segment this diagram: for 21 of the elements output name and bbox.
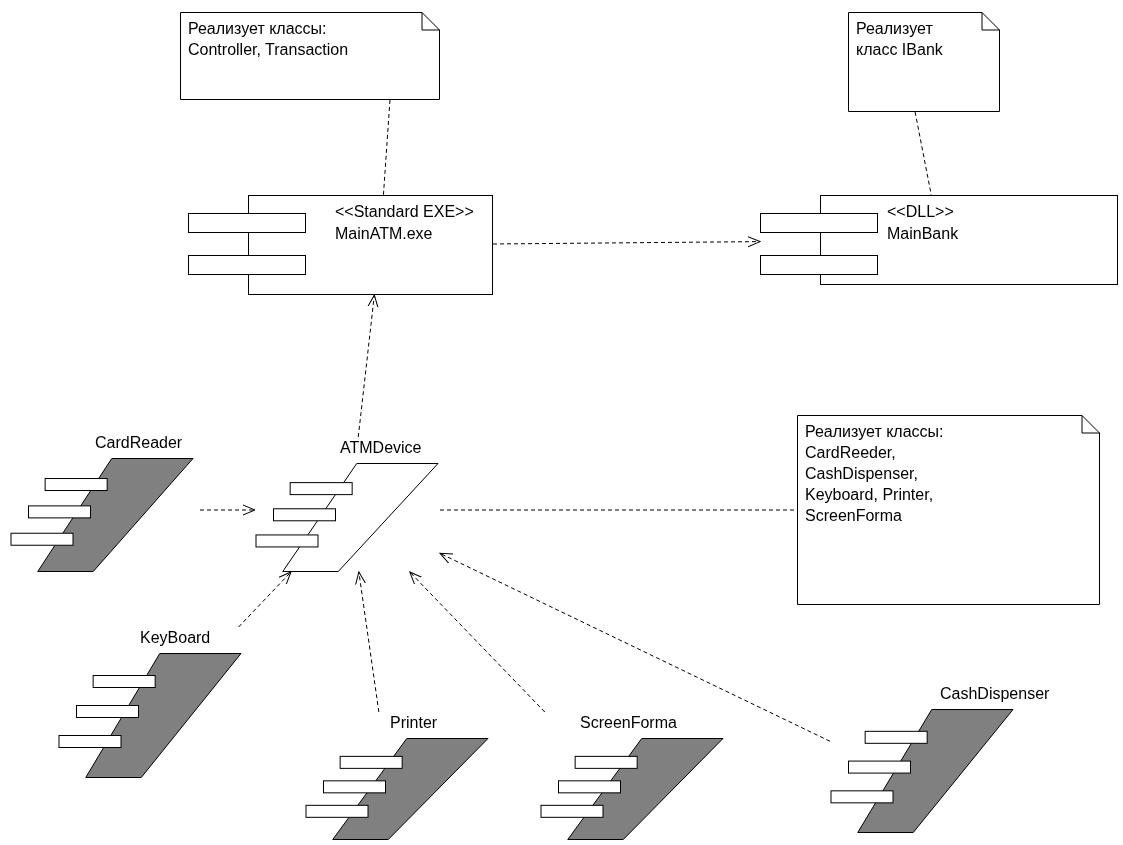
stereotype-label: <<DLL>>	[887, 202, 954, 222]
dashed-arrow	[199, 504, 256, 516]
dashed-line	[382, 99, 391, 196]
note-text: Реализует классы: CardReeder, CashDispenser, Keyboard, Printer, ScreenForma	[805, 422, 945, 526]
dashed-arrow	[409, 571, 546, 713]
component-name: Printer	[390, 713, 438, 733]
dashed-arrow	[357, 294, 379, 438]
dashed-arrow	[492, 236, 761, 248]
component-name: MainATM.exe	[335, 224, 433, 244]
stereotype-label: <<Standard EXE>>	[335, 202, 474, 222]
dashed-arrow	[439, 552, 831, 742]
component-name: ATMDevice	[340, 438, 422, 458]
dashed-arrow	[355, 571, 380, 713]
component-name: KeyBoard	[140, 628, 211, 648]
dashed-arrow	[238, 571, 292, 628]
component-name: MainBank	[887, 224, 959, 244]
component-name: CashDispenser	[940, 684, 1050, 704]
component-name: CardReader	[95, 433, 183, 453]
component-name: ScreenForma	[580, 713, 677, 733]
note-text: Реализует класс IBank	[856, 19, 944, 60]
note-text: Реализует классы: Controller, Transaction	[188, 19, 350, 60]
